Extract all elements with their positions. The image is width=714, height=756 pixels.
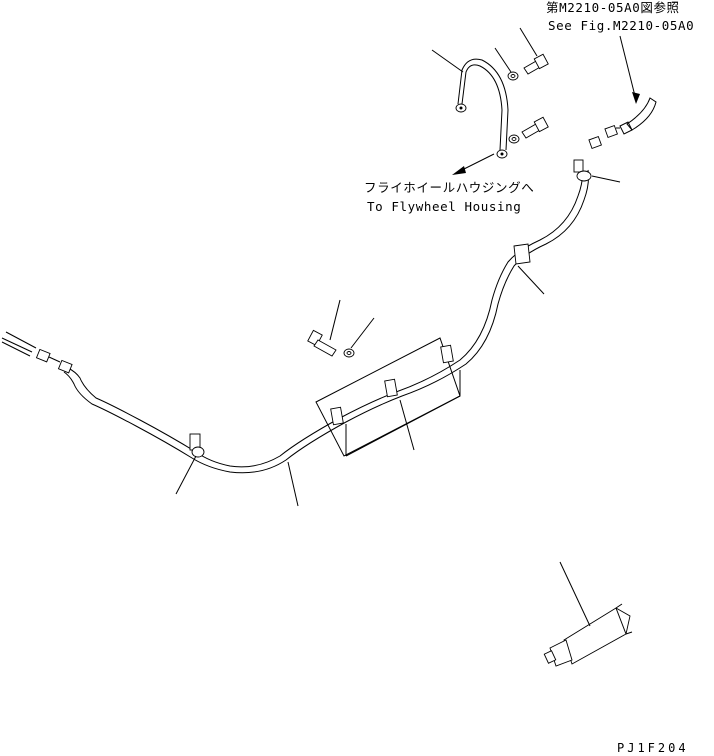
strap-bolt-top: [519, 27, 549, 75]
drawing-code: PJ1F204: [617, 741, 689, 755]
bracket-washer: [343, 317, 375, 358]
clamp-right-top: [573, 159, 621, 183]
fig-reference-jp: 第M2210-05A0図参照: [546, 0, 680, 15]
clamp-bracket-assembly: [315, 337, 461, 457]
harness-left-end: [1, 331, 73, 374]
harness-end-plug: [588, 97, 657, 149]
sealant-tube: [543, 561, 633, 667]
harness-leader: [287, 461, 299, 507]
flywheel-note-jp: フライホイールハウジングへ: [364, 180, 534, 195]
strap-washer-bottom: [508, 134, 520, 144]
flywheel-arrow: [452, 153, 495, 175]
fig-reference-leader: [619, 35, 640, 104]
strap-washer-top: [494, 47, 519, 81]
fig-reference-en: See Fig.M2210-05A0: [548, 18, 694, 33]
clamp-right-middle: [513, 243, 545, 295]
clamp-left: [175, 433, 205, 495]
flywheel-note-en: To Flywheel Housing: [367, 199, 521, 214]
bracket-bolt: [307, 299, 341, 357]
ground-strap: [431, 49, 509, 159]
strap-bolt-bottom: [521, 116, 549, 139]
